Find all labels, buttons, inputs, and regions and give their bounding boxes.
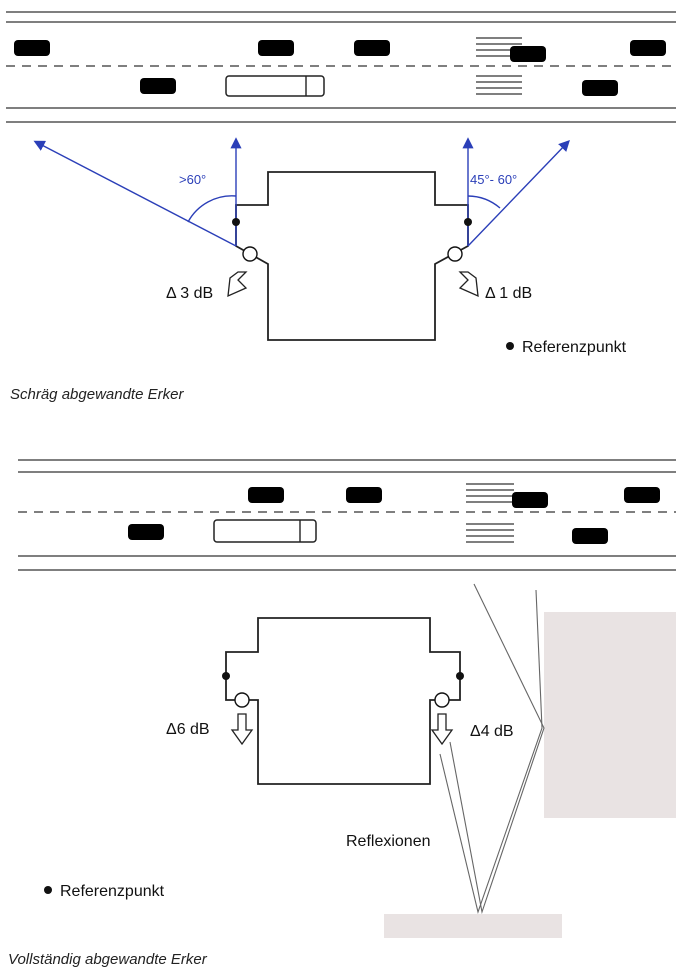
delta-label-left: Δ6 dB: [166, 721, 210, 738]
reflection-lines: [439, 583, 545, 915]
caption-top: Schräg abgewandte Erker: [10, 386, 184, 403]
car: [346, 487, 382, 503]
delta-label-right: Δ 1 dB: [485, 285, 532, 302]
delta-label-right: Δ4 dB: [470, 723, 514, 740]
reference-point-left: [222, 672, 230, 680]
building-top: [235, 171, 469, 341]
reference-point-right: [464, 218, 472, 226]
reference-point-right: [456, 672, 464, 680]
car: [510, 46, 546, 62]
car: [14, 40, 50, 56]
reflections-label: Reflexionen: [346, 833, 431, 850]
angle-label-right: 45°- 60°: [470, 172, 517, 187]
delta-label-left: Δ 3 dB: [166, 285, 213, 302]
car: [140, 78, 176, 94]
car: [624, 487, 660, 503]
road-bottom: [18, 459, 676, 571]
legend-dot-bottom: [44, 886, 52, 894]
car: [128, 524, 164, 540]
measurement-point-left: [242, 246, 258, 262]
car: [512, 492, 548, 508]
road-top: [6, 11, 676, 123]
legend-label-top: Referenzpunkt: [522, 339, 627, 356]
reflecting-wall-bottom: [384, 914, 562, 938]
arrow-down-left-icon: [227, 271, 248, 298]
building-bottom: [225, 617, 461, 785]
legend-label-bottom: Referenzpunkt: [60, 883, 165, 900]
measurement-point-right: [447, 246, 463, 262]
crosswalk: [466, 483, 514, 543]
caption-bottom: Vollständig abgewandte Erker: [8, 951, 208, 968]
arrow-down-right-icon: [458, 271, 479, 298]
measurement-point-right: [434, 692, 450, 708]
truck: [213, 519, 317, 543]
car: [258, 40, 294, 56]
reference-point-left: [232, 218, 240, 226]
reflecting-wall-right: [544, 612, 676, 818]
measurement-point-left: [234, 692, 250, 708]
car: [630, 40, 666, 56]
sight-lines-top: [33, 137, 570, 247]
car: [354, 40, 390, 56]
car: [582, 80, 618, 96]
angle-label-left: >60°: [179, 172, 206, 187]
legend-dot-top: [506, 342, 514, 350]
arrow-down-icon: [230, 713, 254, 746]
crosswalk: [476, 37, 522, 95]
car: [572, 528, 608, 544]
car: [248, 487, 284, 503]
truck: [225, 75, 325, 97]
arrow-down-icon: [430, 713, 454, 746]
